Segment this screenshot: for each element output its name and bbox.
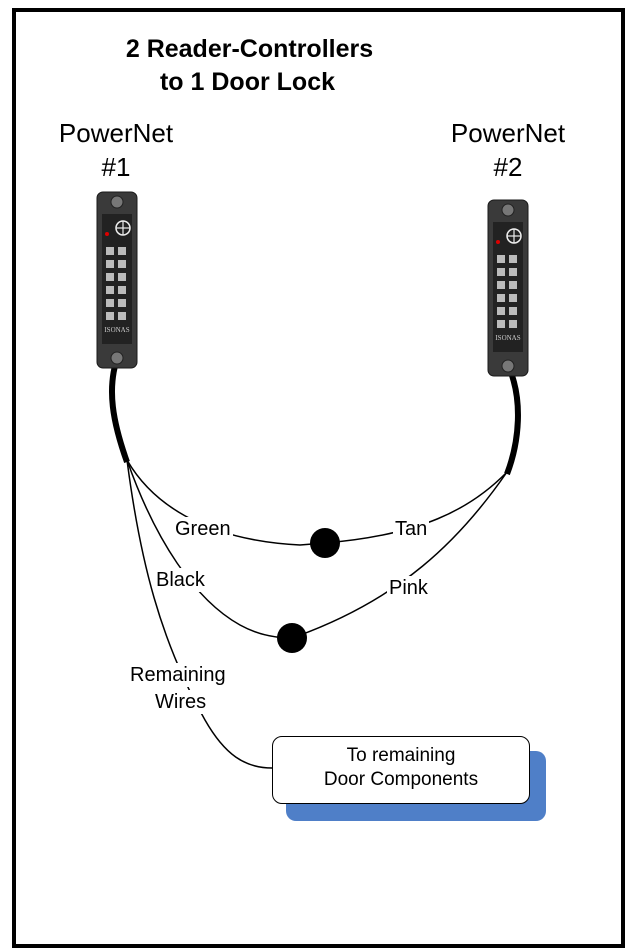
green-wire-label: Green — [173, 517, 233, 541]
reader-2-device: ISONAS — [487, 199, 529, 377]
tan-wire-label: Tan — [393, 517, 430, 541]
diagram-title-line2: to 1 Door Lock — [159, 68, 335, 96]
pink-wire — [291, 471, 508, 639]
reader-2-number: #2 — [493, 152, 523, 182]
black-wire — [126, 459, 293, 639]
reader-1-name: PowerNet — [58, 118, 174, 148]
reader-1-brand: ISONAS — [104, 326, 129, 334]
reader-1-cable — [108, 361, 130, 464]
remaining-wires — [126, 459, 273, 769]
door-components-line2: Door Components — [323, 769, 479, 790]
remaining-wires-label-line2: Wires — [153, 690, 209, 714]
door-components-box: To remaining Door Components — [272, 736, 530, 804]
pink-wire-label: Pink — [387, 576, 430, 600]
diagram-title-line1: 2 Reader-Controllers — [125, 35, 374, 63]
tan-wire — [324, 471, 508, 544]
reader-2-name: PowerNet — [450, 118, 566, 148]
reader-2-brand: ISONAS — [495, 334, 520, 342]
door-components-line1: To remaining — [346, 745, 456, 766]
remaining-wires-label-line1: Remaining — [128, 663, 228, 687]
reader-1-device: ISONAS — [96, 191, 138, 369]
black-wire-label: Black — [154, 568, 207, 592]
reader-1-number: #1 — [101, 152, 131, 182]
splice-black-pink — [277, 623, 307, 653]
reader-2-cable — [504, 368, 521, 476]
splice-green-tan — [310, 528, 340, 558]
